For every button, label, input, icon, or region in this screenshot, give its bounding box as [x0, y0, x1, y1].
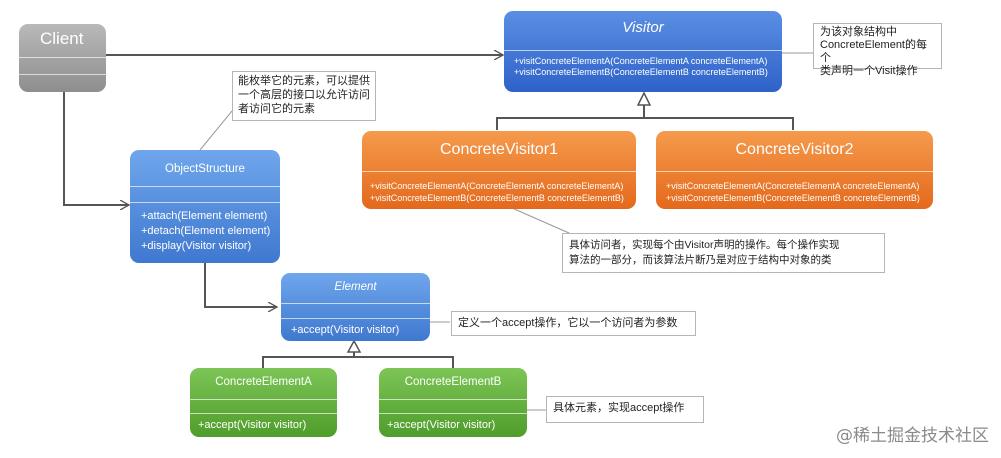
concrete-element-a-title: ConcreteElementA — [215, 376, 312, 388]
objectstructure-element-association — [204, 263, 277, 307]
concrete-element-b-class: ConcreteElementB +accept(Visitor visitor… — [379, 368, 527, 437]
visitor-class: Visitor +visitConcreteElementA(ConcreteE… — [504, 11, 782, 92]
client-title: Client — [40, 29, 84, 48]
object-structure-method: +detach(Element element) — [141, 225, 271, 237]
element-method: +accept(Visitor visitor) — [291, 324, 400, 336]
visitor-inheritance-bus — [496, 117, 794, 130]
concrete-visitor1-class: ConcreteVisitor1 +visitConcreteElementA(… — [362, 131, 636, 209]
visitor-method: +visitConcreteElementA(ConcreteElementA … — [514, 56, 768, 66]
object-structure-class: ObjectStructure +attach(Element element)… — [130, 150, 280, 263]
concrete-element-note: 具体元素，实现accept操作 — [546, 396, 704, 423]
concrete-element-a-method: +accept(Visitor visitor) — [198, 419, 307, 431]
client-objectstructure-association — [63, 92, 129, 205]
concrete-visitor2-method: +visitConcreteElementB(ConcreteElementB … — [666, 193, 920, 203]
watermark: @稀土掘金技术社区 — [836, 426, 989, 446]
visitor-method: +visitConcreteElementB(ConcreteElementB … — [514, 67, 768, 77]
concrete-visitor2-method: +visitConcreteElementA(ConcreteElementA … — [666, 181, 920, 191]
element-inheritance-triangle — [346, 339, 362, 353]
visitor-title: Visitor — [622, 19, 664, 36]
concrete-visitor2-class: ConcreteVisitor2 +visitConcreteElementA(… — [656, 131, 933, 209]
concrete-element-b-method: +accept(Visitor visitor) — [387, 419, 496, 431]
concrete-element-b-title: ConcreteElementB — [404, 376, 502, 388]
concrete-visitor1-title: ConcreteVisitor1 — [440, 141, 558, 158]
visitor-inheritance-triangle — [636, 91, 652, 106]
object-structure-note: 能枚举它的元素，可以提供 一个高层的接口以允许访问 者访问它的元素 — [232, 71, 376, 121]
object-structure-method: +display(Visitor visitor) — [141, 240, 252, 252]
element-note: 定义一个accept操作，它以一个访问者为参数 — [451, 311, 696, 336]
object-structure-title: ObjectStructure — [165, 163, 245, 175]
concrete-visitor-note: 具体访问者，实现每个由Visitor声明的操作。每个操作实现 算法的一部分，而该… — [562, 233, 885, 273]
concrete-visitor2-title: ConcreteVisitor2 — [735, 141, 854, 158]
concrete-visitor1-method: +visitConcreteElementB(ConcreteElementB … — [370, 193, 624, 203]
element-title: Element — [334, 281, 377, 293]
visitor-note: 为该对象结构中 ConcreteElement的每个 类声明一个Visit操作 — [813, 23, 942, 77]
client-class: Client — [19, 24, 106, 92]
element-inheritance-bus — [262, 356, 454, 368]
concrete-visitor1-method: +visitConcreteElementA(ConcreteElementA … — [370, 181, 624, 191]
object-structure-method: +attach(Element element) — [141, 210, 268, 222]
element-class: Element +accept(Visitor visitor) — [281, 273, 430, 341]
concrete-element-a-class: ConcreteElementA +accept(Visitor visitor… — [190, 368, 337, 437]
